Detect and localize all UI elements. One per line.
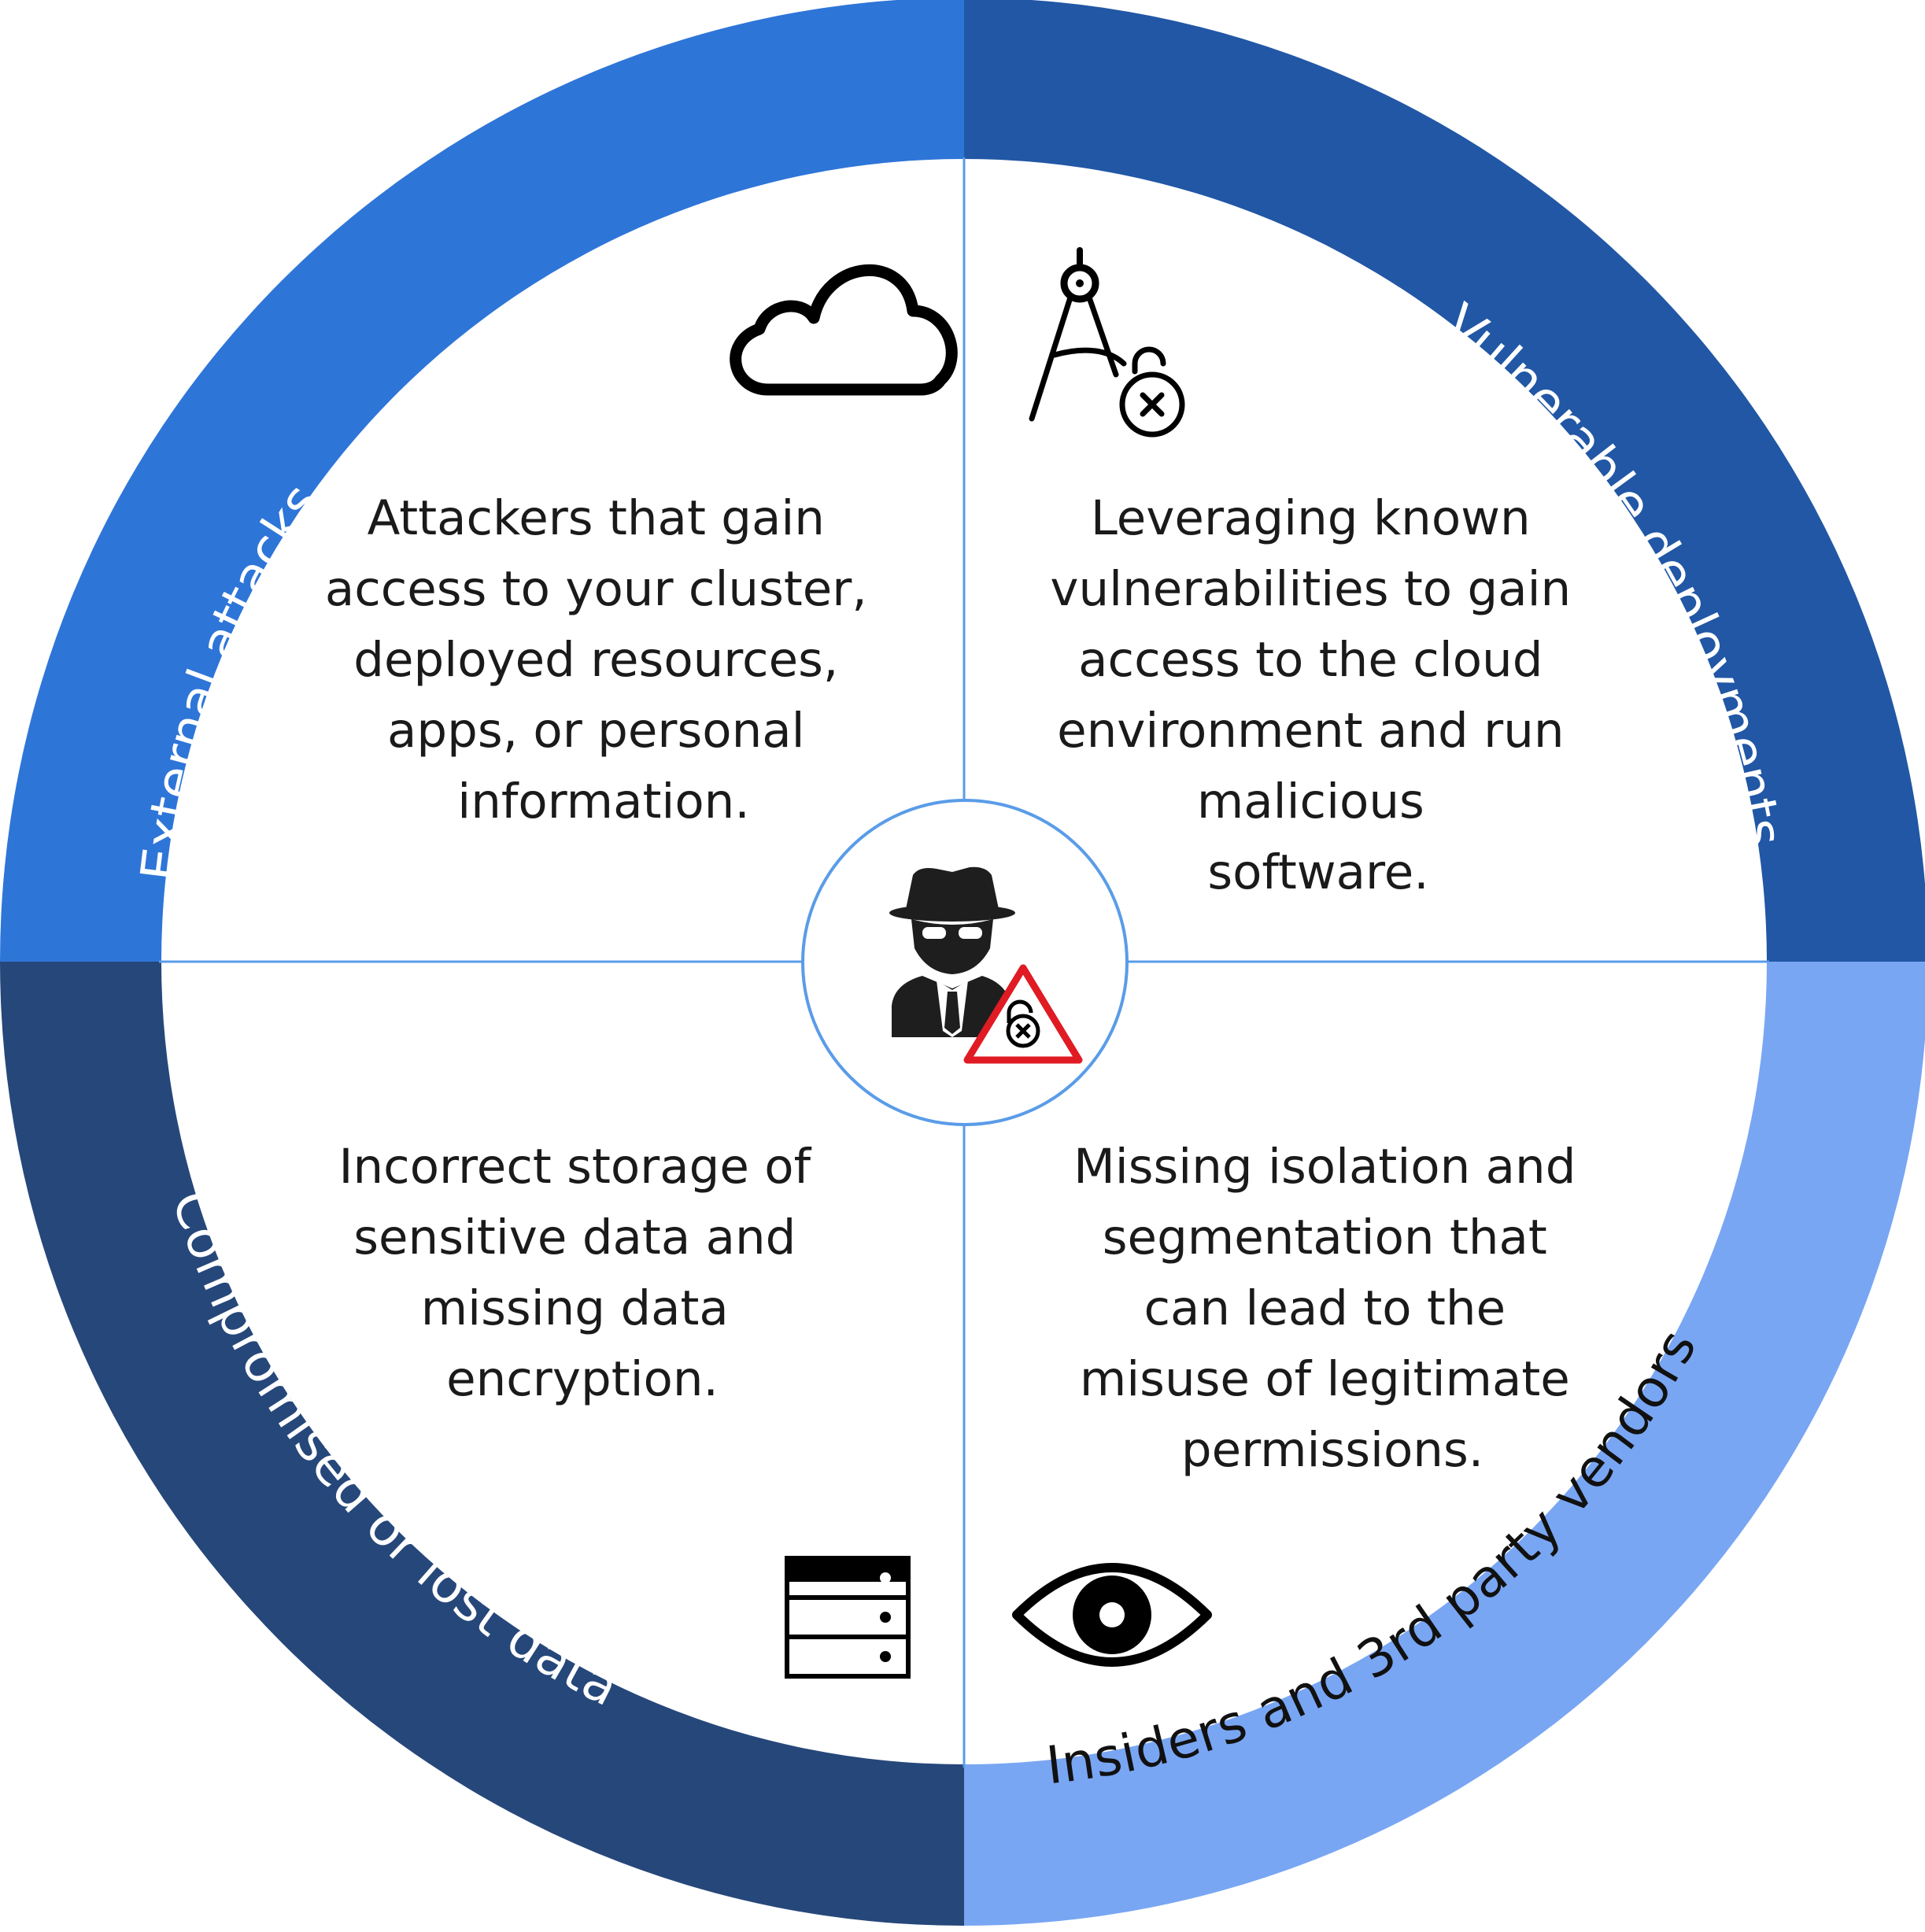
text-line: malicious [1197,774,1424,829]
eye-icon [1012,1563,1212,1667]
quadrant-dividers [159,157,1769,1768]
cloud-icon [730,264,958,396]
text-line: access to the cloud [1078,632,1543,688]
text-line: information. [457,774,749,829]
text-line: Incorrect storage of [339,1139,812,1195]
server-storage-icon [785,1556,911,1679]
text-line: apps, or personal [387,703,805,759]
text-line: software. [1207,844,1428,900]
text-line: misuse of legitimate [1080,1351,1570,1407]
text-line: Attackers that gain [368,490,825,546]
compass-unlocked-icon [1029,247,1185,438]
text-line: sensitive data and [353,1210,796,1265]
hacker-warning-icon [889,866,1083,1064]
quadrant-text-external: Attackers that gain access to your clust… [325,490,882,829]
text-line: segmentation that [1103,1210,1547,1265]
quadrant-text-insiders: Missing isolation and segmentation that … [1073,1139,1591,1478]
quadrant-text-compromised: Incorrect storage of sensitive data and … [339,1139,826,1407]
text-line: permissions. [1181,1422,1483,1478]
text-line: Missing isolation and [1073,1139,1576,1195]
text-line: can lead to the [1144,1280,1506,1336]
text-line: vulnerabilities to gain [1050,561,1571,617]
text-line: Leveraging known [1091,490,1531,546]
text-line: environment and run [1057,703,1564,759]
quadrant-text-vulnerable: Leveraging known vulnerabilities to gain… [1050,490,1586,900]
text-line: access to your cluster, [325,561,867,617]
text-line: missing data [421,1280,729,1336]
text-line: encryption. [446,1351,719,1407]
text-line: deployed resources, [353,632,838,688]
